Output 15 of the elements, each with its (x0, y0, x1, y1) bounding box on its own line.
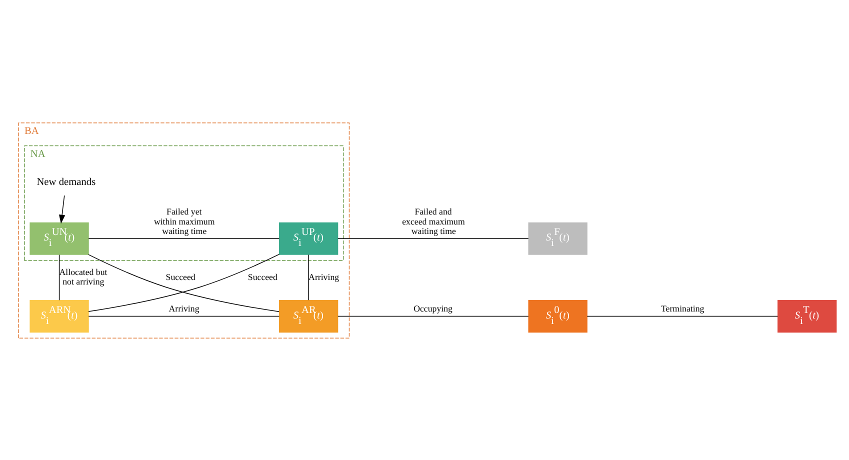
edge-label: Succeed (248, 271, 278, 282)
edge-label: Occupying (414, 303, 452, 314)
node-text: New demands (36, 176, 96, 188)
connector (88, 315, 280, 316)
edge-label: Failed yet within maximum waiting time (154, 206, 215, 236)
edge-label: Allocated but not arriving (59, 266, 108, 286)
connector (308, 254, 309, 300)
edge-label: Arriving (168, 303, 200, 314)
arrow (58, 194, 66, 224)
edge-label: Terminating (661, 303, 704, 314)
connector (586, 315, 778, 316)
edge-label: Failed and exceed maximum waiting time (402, 206, 465, 236)
connector (338, 315, 529, 316)
edge-label: Succeed (166, 271, 196, 282)
connector (58, 254, 60, 300)
